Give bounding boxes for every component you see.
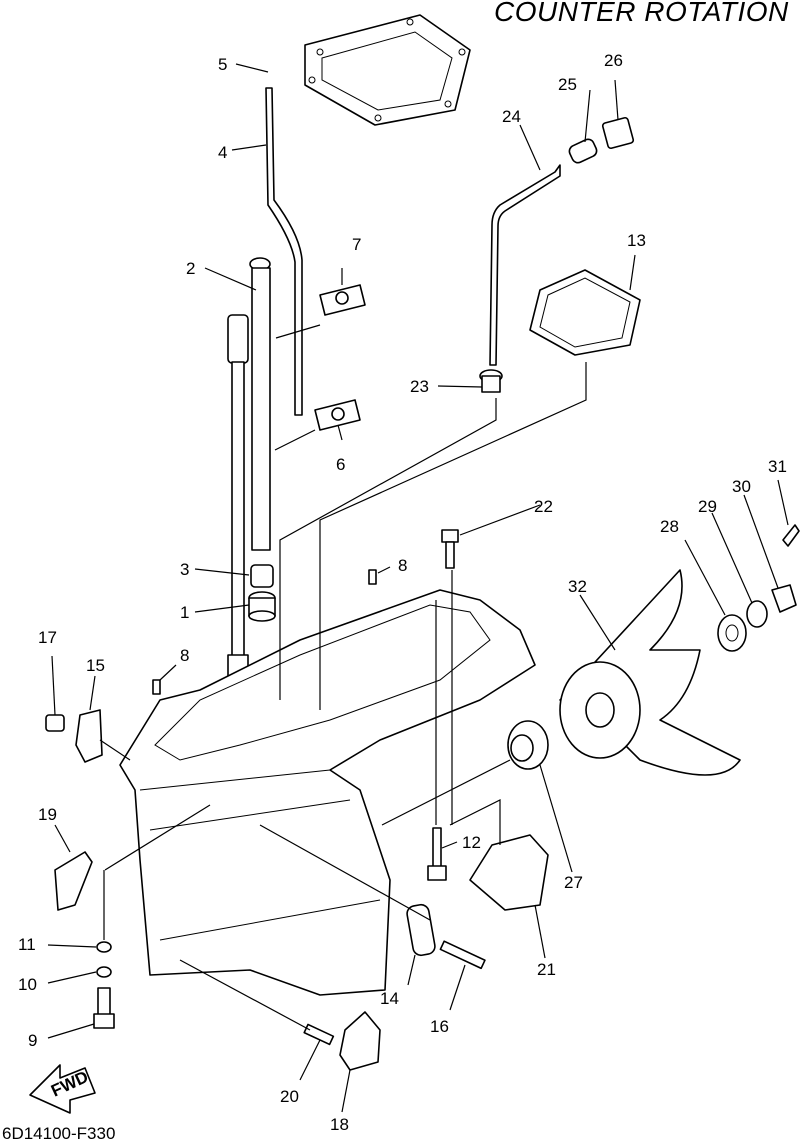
- drive-shaft-2: [249, 257, 271, 551]
- bolt-12: [427, 827, 447, 881]
- washer-29: [746, 600, 768, 628]
- callout-19: 19: [38, 805, 57, 824]
- bolt-16: [439, 940, 486, 970]
- grommet-14: [406, 903, 436, 957]
- callout-6: 6: [336, 455, 345, 474]
- dowel-pin-8a: [368, 569, 377, 585]
- callout-2: 2: [186, 259, 195, 278]
- nut-30: [771, 584, 797, 613]
- bracket-15: [75, 709, 103, 763]
- spacer-28: [717, 614, 747, 652]
- nut-17: [45, 714, 65, 732]
- grommet-23: [479, 369, 503, 393]
- callout-15: 15: [86, 656, 105, 675]
- callout-17: 17: [38, 628, 57, 647]
- callout-8b: 8: [398, 556, 407, 575]
- callout-13: 13: [627, 231, 646, 250]
- seal-27: [507, 720, 549, 770]
- callout-11: 11: [18, 935, 36, 954]
- callout-7: 7: [352, 235, 361, 254]
- washer-11: [96, 941, 112, 953]
- lower-unit-housing: [119, 589, 536, 996]
- callout-26: 26: [604, 51, 623, 70]
- tube-24: [489, 164, 561, 366]
- callout-labels: 1 2 3 4 5 6 7 8 8 9 10 11 12 13 14 15 16…: [18, 51, 787, 1134]
- diagram-code: 6D14100-F330: [2, 1124, 116, 1143]
- callout-24: 24: [502, 107, 521, 126]
- bolt-9: [93, 987, 115, 1029]
- callout-3: 3: [180, 560, 189, 579]
- long-shaft: [227, 314, 249, 701]
- callout-5: 5: [218, 55, 227, 74]
- callout-18: 18: [330, 1115, 349, 1134]
- dowel-pin-8b: [152, 679, 161, 695]
- plate-18: [339, 1011, 381, 1071]
- callout-21: 21: [537, 960, 556, 979]
- clip-6: [314, 399, 361, 431]
- fwd-arrow: [29, 1064, 96, 1114]
- callout-12: 12: [462, 833, 481, 852]
- leader-lines: [47, 63, 789, 1113]
- bushing-1: [248, 591, 276, 622]
- callout-30: 30: [732, 477, 751, 496]
- callout-27: 27: [564, 873, 583, 892]
- callout-9: 9: [28, 1031, 37, 1050]
- callout-4: 4: [218, 143, 227, 162]
- callout-29: 29: [698, 497, 717, 516]
- callout-31: 31: [768, 457, 787, 476]
- callout-1: 1: [180, 603, 189, 622]
- callout-8a: 8: [180, 646, 189, 665]
- collar-3: [250, 564, 274, 588]
- bolt-22: [441, 529, 459, 569]
- diagram-title: COUNTER ROTATION: [494, 0, 789, 27]
- gasket-13: [529, 269, 641, 356]
- propeller-32: [559, 569, 741, 776]
- callout-23: 23: [410, 377, 429, 396]
- callout-20: 20: [280, 1087, 299, 1106]
- upper-gasket-plate: [304, 14, 471, 126]
- callout-10: 10: [18, 975, 37, 994]
- callout-32: 32: [568, 577, 587, 596]
- callout-25: 25: [558, 75, 577, 94]
- callout-14: 14: [380, 989, 399, 1008]
- grommet-25: [568, 138, 598, 164]
- anode-19: [54, 851, 93, 911]
- callout-28: 28: [660, 517, 679, 536]
- washer-10: [96, 966, 112, 978]
- trim-tab-21: [469, 834, 549, 911]
- callout-22: 22: [534, 497, 553, 516]
- water-tube-4: [265, 87, 303, 416]
- clip-7: [319, 284, 366, 316]
- callout-16: 16: [430, 1017, 449, 1036]
- cotter-pin-31: [782, 524, 800, 547]
- clip-26: [601, 116, 635, 150]
